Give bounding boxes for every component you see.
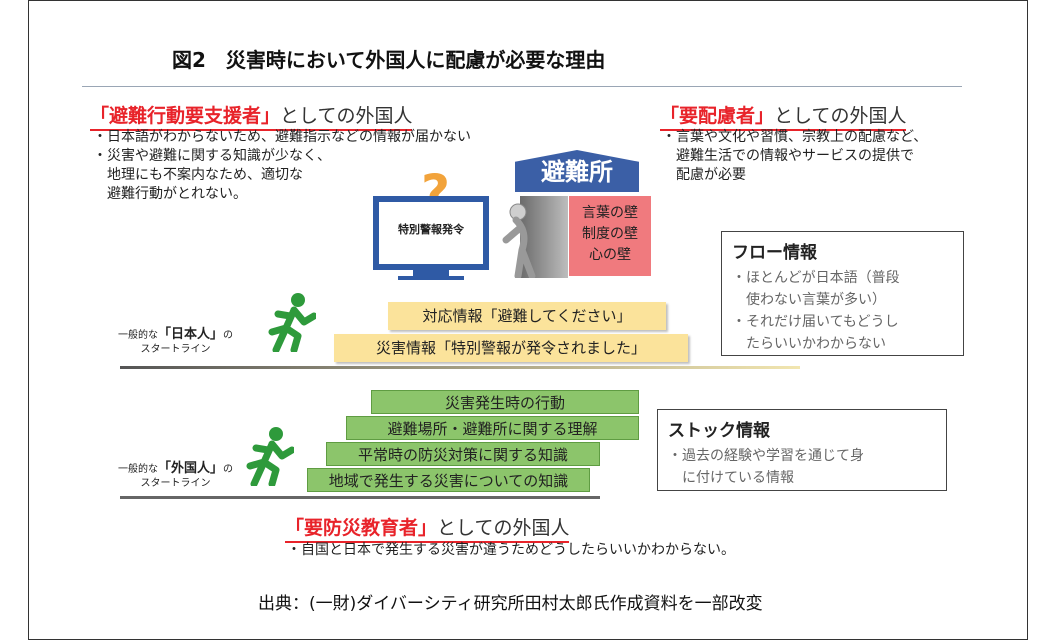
yellow-step-response: 対応情報「避難してください」 — [388, 302, 666, 330]
start-name: 「外国人」 — [158, 461, 224, 476]
start-name: 「日本人」 — [158, 327, 224, 342]
left-heading-quoted: 「避難行動要支援者」 — [90, 105, 281, 127]
right-bullet: 配慮が必要 — [662, 167, 746, 183]
right-bullets: ・言葉や文化や習慣、宗教上の配慮など、 避難生活での情報やサービスの提供で 配慮… — [662, 128, 927, 185]
runner-japanese-icon — [268, 293, 316, 352]
right-heading-quoted: 「要配慮者」 — [660, 105, 775, 127]
wall-item: 制度の壁 — [582, 226, 638, 242]
stock-info-line: ・過去の経験や学習を通じて身 — [668, 448, 864, 464]
green-step-shelter: 避難場所・避難所に関する理解 — [346, 416, 639, 440]
shelter-label: 避難所 — [541, 158, 613, 186]
start-line2: スタートライン — [140, 478, 211, 489]
right-bullet: 避難生活での情報やサービスの提供で — [662, 148, 914, 164]
foreign-start-line — [120, 496, 600, 499]
bottom-bullets: ・自国と日本で発生する災害が違うためどうしたらいいかわからない。 — [287, 541, 735, 560]
tv-icon: 特別警報発令 — [373, 196, 489, 270]
runner-foreign-icon — [246, 427, 294, 486]
start-prefix: 一般的な — [118, 464, 158, 475]
foreign-start-label: 一般的な「外国人」の スタートライン — [118, 462, 233, 491]
bottom-heading-quoted: 「要防災教育者」 — [285, 517, 438, 539]
left-bullet: ・日本語がわからないため、避難指示などの情報が届かない — [93, 129, 471, 145]
right-bullet: ・言葉や文化や習慣、宗教上の配慮など、 — [662, 129, 928, 145]
green-step-prevention: 平常時の防災対策に関する知識 — [326, 442, 600, 466]
left-bullets: ・日本語がわからないため、避難指示などの情報が届かない ・災害や避難に関する知識… — [93, 128, 471, 204]
wall-item: 心の壁 — [589, 247, 631, 263]
start-suffix: の — [223, 464, 234, 475]
source-note: 出典：(一財)ダイバーシティ研究所田村太郎氏作成資料を一部改変 — [258, 594, 763, 614]
right-heading-suffix: としての外国人 — [774, 105, 907, 127]
flow-info-title: フロー情報 — [732, 243, 817, 263]
flow-info-line: たらいいかわからない — [732, 336, 886, 352]
bottom-bullet: ・自国と日本で発生する災害が違うためどうしたらいいかわからない。 — [287, 542, 735, 558]
start-prefix: 一般的な — [118, 330, 158, 341]
stock-info-title: ストック情報 — [668, 421, 770, 441]
tv-stand — [413, 268, 449, 276]
bottom-heading-suffix: としての外国人 — [437, 517, 570, 539]
left-heading: 「避難行動要支援者」としての外国人 — [90, 101, 413, 131]
figure-title: 図2 災害時において外国人に配慮が必要な理由 — [172, 48, 606, 72]
stock-info-box: ストック情報 ・過去の経験や学習を通じて身 に付けている情報 — [657, 409, 947, 491]
right-heading: 「要配慮者」としての外国人 — [660, 101, 907, 131]
flow-info-line: ・ほとんどが日本語（普段 — [732, 270, 900, 286]
start-suffix: の — [223, 330, 234, 341]
title-divider — [82, 86, 962, 87]
left-bullet: ・災害や避難に関する知識が少なく、 — [93, 148, 331, 164]
japanese-start-label: 一般的な「日本人」の スタートライン — [118, 328, 233, 357]
left-heading-suffix: としての外国人 — [280, 105, 413, 127]
flow-info-line: ・それだけ届いてもどうし — [732, 314, 899, 330]
stock-info-line: に付けている情報 — [668, 470, 794, 486]
start-line2: スタートライン — [140, 344, 211, 355]
bottom-heading: 「要防災教育者」としての外国人 — [285, 513, 570, 543]
left-bullet: 地理にも不案内なため、適切な — [93, 167, 303, 183]
wall-panel: 言葉の壁 制度の壁 心の壁 — [569, 196, 651, 276]
flow-info-line: 使わない言葉が多い） — [732, 292, 886, 308]
yellow-step-disaster: 災害情報「特別警報が発令されました」 — [334, 334, 688, 362]
tv-base — [398, 276, 464, 280]
green-step-local: 地域で発生する災害についての知識 — [307, 468, 590, 492]
tv-label: 特別警報発令 — [398, 223, 464, 236]
japanese-start-line — [120, 366, 800, 369]
green-step-action: 災害発生時の行動 — [371, 390, 639, 414]
left-bullet: 避難行動がとれない。 — [93, 186, 247, 202]
wall-item: 言葉の壁 — [582, 205, 638, 221]
flow-info-box: フロー情報 ・ほとんどが日本語（普段 使わない言葉が多い） ・それだけ届いてもど… — [721, 231, 964, 356]
confused-person-icon — [502, 203, 536, 278]
